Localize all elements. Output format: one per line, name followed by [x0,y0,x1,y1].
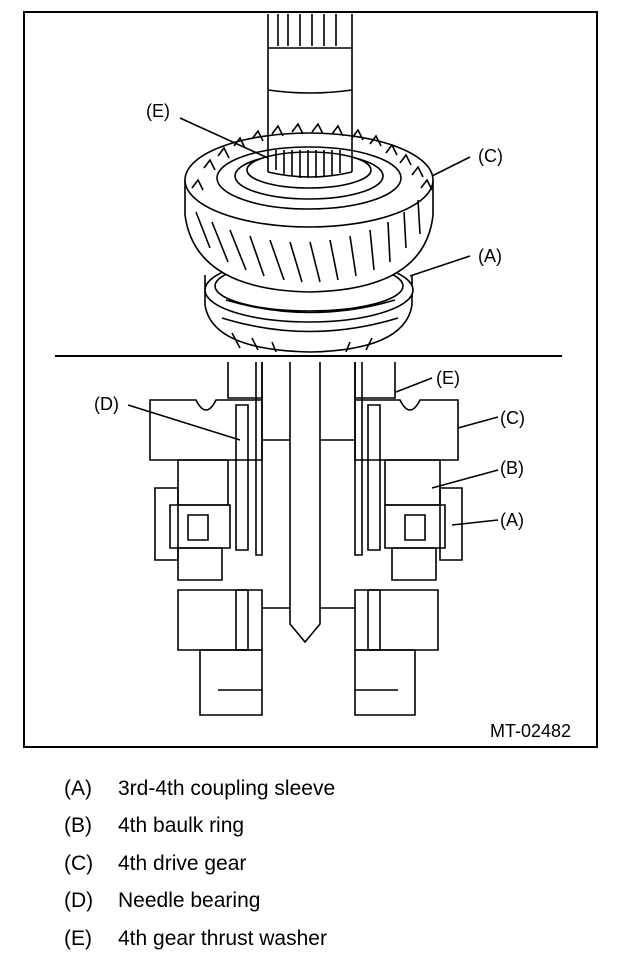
legend-key: (C) [64,851,94,875]
callout-e-top: (E) [146,101,170,121]
section-shaft [262,362,355,644]
legend-text: 3rd-4th coupling sleeve [118,776,336,800]
leader-e-bottom [395,377,433,393]
shaft-drawing [267,14,353,178]
diagram-figure: (E) (C) (A) (D) (E) (C) (B) (A) MT-02482 [23,11,598,748]
leader-c-bottom [457,416,499,429]
callout-e-bottom: (E) [436,368,460,388]
leader-b [431,469,499,489]
parts-legend: (A) 3rd-4th coupling sleeve (B) 4th baul… [64,770,335,958]
legend-text: 4th baulk ring [118,814,245,838]
drive-gear-drawing [184,122,434,293]
legend-text: 4th drive gear [118,851,247,875]
callout-a-top: (A) [478,246,502,266]
section-right-half [354,362,463,716]
leader-d [127,404,241,441]
legend-key: (B) [64,814,92,838]
callout-a-bottom: (A) [500,510,524,530]
legend-key: (A) [64,776,92,800]
figure-id: MT-02482 [490,721,571,741]
legend-text: Needle bearing [118,889,261,913]
legend-key: (D) [64,889,94,913]
section-view [127,362,499,716]
callout-d: (D) [94,394,119,414]
legend-text: 4th gear thrust washer [118,926,327,950]
leader-c-top [431,156,471,177]
perspective-view [179,14,471,353]
callout-b: (B) [500,458,524,478]
leader-a-top [409,255,471,277]
legend-item: (C) 4th drive gear [64,845,335,883]
callout-c-top: (C) [478,146,503,166]
leader-e-top [179,117,269,159]
legend-item: (D) Needle bearing [64,883,335,921]
figure-frame [23,11,598,748]
leader-a-bottom [451,519,499,526]
legend-item: (B) 4th baulk ring [64,808,335,846]
callout-c-bottom: (C) [500,408,525,428]
legend-item: (E) 4th gear thrust washer [64,920,335,958]
section-left-half [149,362,263,716]
legend-item: (A) 3rd-4th coupling sleeve [64,770,335,808]
legend-key: (E) [64,926,92,950]
